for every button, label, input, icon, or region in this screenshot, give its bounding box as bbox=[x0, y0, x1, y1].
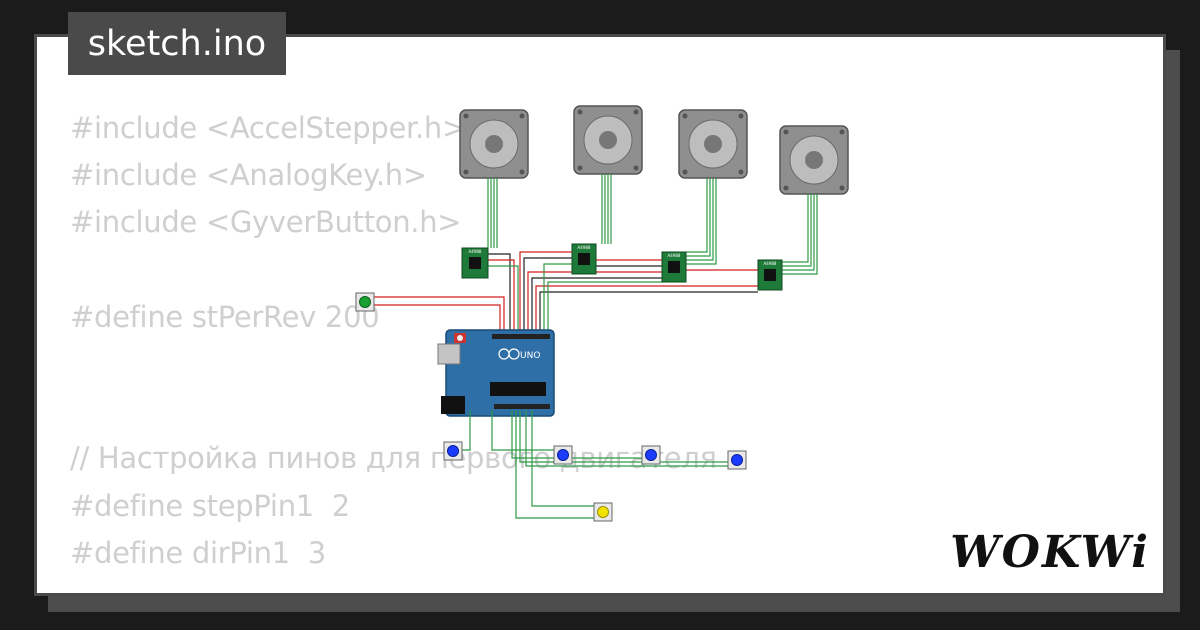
blue-pushbutton-3[interactable] bbox=[641, 445, 661, 465]
code-line: #define dirPin1 3 bbox=[70, 535, 326, 570]
driver-label: A4988 bbox=[469, 249, 482, 254]
driver-wires bbox=[488, 251, 758, 330]
arduino-uno-board[interactable]: UNO bbox=[437, 329, 555, 417]
driver-module-3[interactable]: A4988 bbox=[661, 251, 687, 283]
file-name-tab: sketch.ino bbox=[68, 12, 286, 75]
bottom-button-wires bbox=[462, 410, 730, 519]
driver-module-2[interactable]: A4988 bbox=[571, 243, 597, 275]
green-pushbutton[interactable] bbox=[355, 292, 375, 312]
motor-wires bbox=[487, 174, 818, 275]
button-wires bbox=[374, 296, 505, 330]
code-line: #include <GyverButton.h> bbox=[70, 205, 462, 240]
stepper-motor-4[interactable] bbox=[779, 125, 849, 195]
wokwi-logo: WOKWi bbox=[950, 527, 1150, 578]
code-line: #include <AnalogKey.h> bbox=[70, 158, 427, 193]
driver-module-4[interactable]: A4988 bbox=[757, 259, 783, 291]
blue-pushbutton-1[interactable] bbox=[443, 441, 463, 461]
stepper-motor-3[interactable] bbox=[678, 109, 748, 179]
driver-module-1[interactable]: A4988 bbox=[461, 247, 489, 279]
driver-label: A4988 bbox=[578, 245, 591, 250]
code-preview: #include <AccelStepper.h> #include <Analo… bbox=[70, 105, 717, 577]
stepper-motor-1[interactable] bbox=[459, 109, 529, 179]
blue-pushbutton-2[interactable] bbox=[553, 445, 573, 465]
yellow-pushbutton[interactable] bbox=[593, 502, 613, 522]
driver-label: A4988 bbox=[764, 261, 777, 266]
stepper-motor-2[interactable] bbox=[573, 105, 643, 175]
code-line: #include <AccelStepper.h> bbox=[70, 111, 466, 145]
code-line: #define stepPin1 2 bbox=[70, 488, 350, 523]
driver-label: A4988 bbox=[668, 253, 681, 258]
board-logo: UNO bbox=[520, 351, 540, 361]
blue-pushbutton-4[interactable] bbox=[727, 450, 747, 470]
